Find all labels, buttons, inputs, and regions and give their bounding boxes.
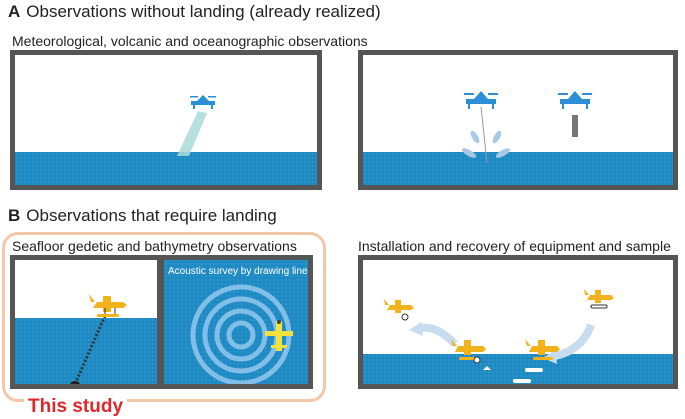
section-b-heading: B Observations that require landing xyxy=(8,206,277,226)
panel-seafloor-side-view xyxy=(10,255,162,389)
acoustic-survey-illustration xyxy=(190,284,293,384)
sea-surface xyxy=(15,152,317,185)
seaplane-icon xyxy=(89,294,127,317)
section-b-left-subtitle: Seafloor gedetic and bathymetry observat… xyxy=(12,238,297,254)
water-splash xyxy=(461,130,511,158)
section-b-letter: B xyxy=(8,206,21,225)
drone-icon xyxy=(464,91,498,109)
seaplane-icon xyxy=(451,339,486,364)
floating-sample xyxy=(525,368,543,372)
drone-icon xyxy=(190,95,216,109)
sea-surface xyxy=(363,152,673,185)
sensor-beam xyxy=(177,111,207,156)
sensor-cable xyxy=(73,315,107,384)
installation-recovery-illustration xyxy=(384,289,614,383)
section-b-right-subtitle: Installation and recovery of equipment a… xyxy=(358,238,671,254)
this-study-label: This study xyxy=(24,396,128,418)
sensor-probe xyxy=(572,115,578,137)
panel-drone-camera xyxy=(10,50,322,190)
panel-acoustic-survey: Acoustic survey by drawing lines xyxy=(159,255,313,389)
buoy-marker xyxy=(483,366,491,370)
arrow-head xyxy=(409,322,423,336)
floating-sample xyxy=(513,379,531,383)
panel-installation-recovery xyxy=(358,255,678,389)
section-b-title: Observations that require landing xyxy=(26,206,277,225)
seaplane-icon xyxy=(525,339,560,360)
drone-sampling-illustration xyxy=(461,91,592,164)
section-a-heading: A Observations without landing (already r… xyxy=(8,2,381,22)
sea-water xyxy=(15,318,157,384)
section-a-letter: A xyxy=(8,2,21,21)
seafloor-transponder xyxy=(70,381,80,384)
tether-line xyxy=(480,106,488,164)
arrow-ascend xyxy=(418,323,458,347)
this-study-frame xyxy=(2,232,326,402)
seaplane-icon xyxy=(265,320,293,351)
drone-camera-illustration xyxy=(177,95,216,156)
seaplane-icon xyxy=(584,289,614,309)
seaplane-icon xyxy=(384,299,414,321)
seaplane-cable-illustration xyxy=(70,294,127,384)
panel-drone-sampling xyxy=(358,50,678,190)
arrow-descend xyxy=(553,323,595,360)
section-a-title: Observations without landing (already re… xyxy=(26,2,381,21)
drone-icon xyxy=(558,91,592,109)
section-a-subtitle: Meteorological, volcanic and oceanograph… xyxy=(12,33,368,49)
acoustic-caption: Acoustic survey by drawing lines xyxy=(168,266,313,277)
